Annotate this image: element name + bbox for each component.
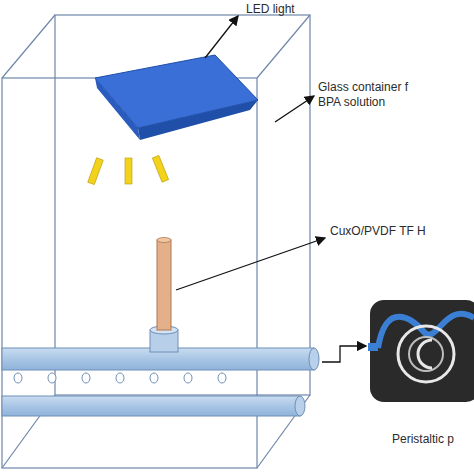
light-rays — [88, 155, 169, 184]
aerator-tube — [2, 348, 319, 383]
air-hole — [116, 373, 124, 383]
air-hole — [48, 373, 56, 383]
container-label: Glass container f — [318, 80, 408, 94]
air-hole — [218, 373, 226, 383]
pump-label: Peristaltic p — [392, 432, 454, 446]
air-hole — [14, 373, 22, 383]
led-panel — [95, 55, 258, 140]
peristaltic-pump — [368, 300, 474, 402]
container-label: BPA solution — [318, 95, 385, 109]
air-tube — [2, 396, 305, 416]
rod-label: CuxO/PVDF TF H — [330, 224, 426, 238]
air-hole — [184, 373, 192, 383]
glass-container — [2, 15, 310, 468]
catalyst-rod — [157, 238, 171, 331]
leader-arrows — [176, 16, 366, 362]
led-label: LED light — [246, 2, 295, 16]
air-hole — [82, 373, 90, 383]
air-hole — [150, 373, 158, 383]
